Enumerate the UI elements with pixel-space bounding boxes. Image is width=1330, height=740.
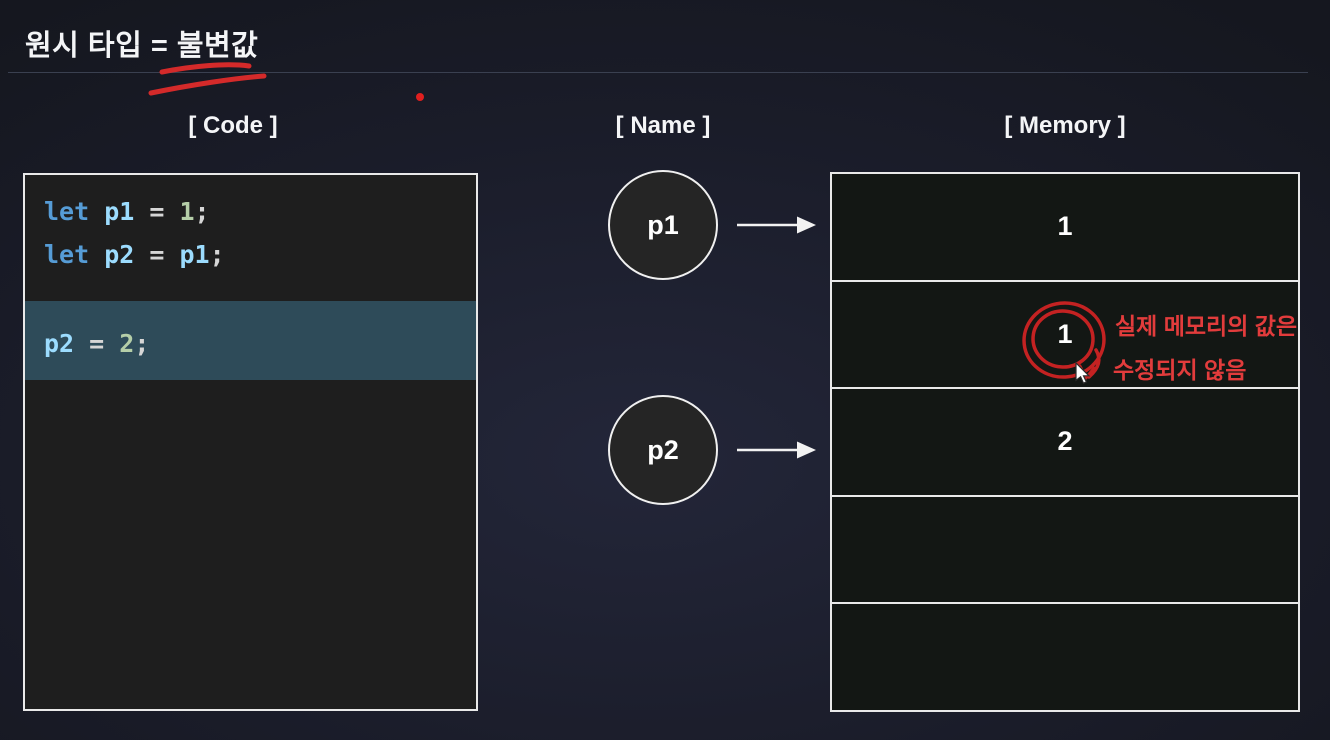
- memory-cell-1: 1: [832, 174, 1298, 282]
- memory-table: 1 1 2: [830, 172, 1300, 712]
- name-node-label: p2: [647, 434, 679, 465]
- code-token: ;: [194, 197, 210, 226]
- page-title: 원시 타입 = 불변값: [25, 30, 259, 62]
- code-token: =: [134, 240, 180, 269]
- section-label-name: [ Name ]: [615, 112, 711, 139]
- memory-cell-3: 2: [832, 389, 1298, 497]
- memory-cell-5: [832, 604, 1298, 710]
- code-token: 2: [119, 329, 135, 358]
- code-token: [89, 240, 104, 269]
- name-node-p1: p1: [608, 170, 718, 280]
- section-label-code: [ Code ]: [188, 112, 278, 139]
- memory-cell-value: 1: [1057, 318, 1073, 349]
- active-line-highlight: [25, 301, 476, 380]
- code-token: [89, 197, 104, 226]
- name-node-label: p1: [647, 209, 679, 240]
- code-token: p2: [44, 329, 75, 358]
- code-token: p2: [104, 240, 135, 269]
- code-token: =: [134, 197, 180, 226]
- memory-cell-value: 2: [1057, 426, 1073, 457]
- code-token: p1: [104, 197, 135, 226]
- code-block: let p1 = 1; let p2 = p1; p2 = 2;: [23, 173, 478, 711]
- code-token: 1: [179, 197, 195, 226]
- code-line-3: p2 = 2;: [44, 329, 149, 358]
- arrow-right-icon: [737, 216, 816, 234]
- code-token: let: [44, 240, 90, 269]
- memory-cell-value: 1: [1057, 211, 1073, 242]
- code-line-2: let p2 = p1;: [44, 240, 225, 269]
- divider: [8, 72, 1308, 73]
- arrow-right-icon: [737, 441, 816, 459]
- code-token: p1: [179, 240, 210, 269]
- red-underline-scribble: [148, 62, 267, 96]
- section-label-memory: [ Memory ]: [1004, 112, 1126, 139]
- code-token: =: [74, 329, 120, 358]
- annotation-text-line1: 실제 메모리의 값은: [1115, 313, 1298, 339]
- code-token: let: [44, 197, 90, 226]
- code-token: ;: [209, 240, 225, 269]
- code-line-1: let p1 = 1;: [44, 197, 210, 226]
- red-dot: [416, 93, 424, 101]
- name-node-p2: p2: [608, 395, 718, 505]
- annotation-text-line2: 수정되지 않음: [1113, 357, 1247, 383]
- memory-cell-4: [832, 496, 1298, 605]
- code-token: ;: [134, 329, 150, 358]
